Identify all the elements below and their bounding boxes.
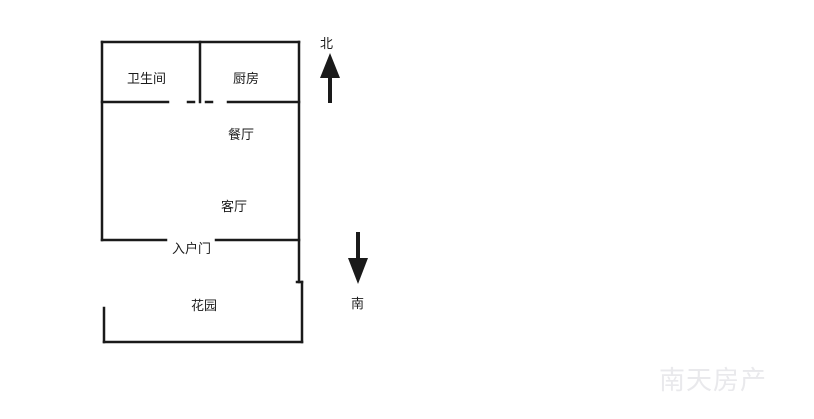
south-arrow-icon — [348, 232, 368, 284]
watermark-text: 南天房产 — [659, 366, 768, 396]
compass-north-label: 北 — [320, 37, 334, 52]
room-label-kitchen: 厨房 — [233, 72, 260, 87]
room-label-dining: 餐厅 — [228, 128, 255, 143]
room-label-entrance: 入户门 — [172, 242, 212, 257]
room-label-bathroom: 卫生间 — [127, 72, 167, 87]
room-label-living: 客厅 — [221, 200, 248, 215]
room-label-garden: 花园 — [191, 299, 218, 314]
compass-south-label: 南 — [351, 297, 365, 312]
north-arrow-icon — [320, 53, 340, 103]
